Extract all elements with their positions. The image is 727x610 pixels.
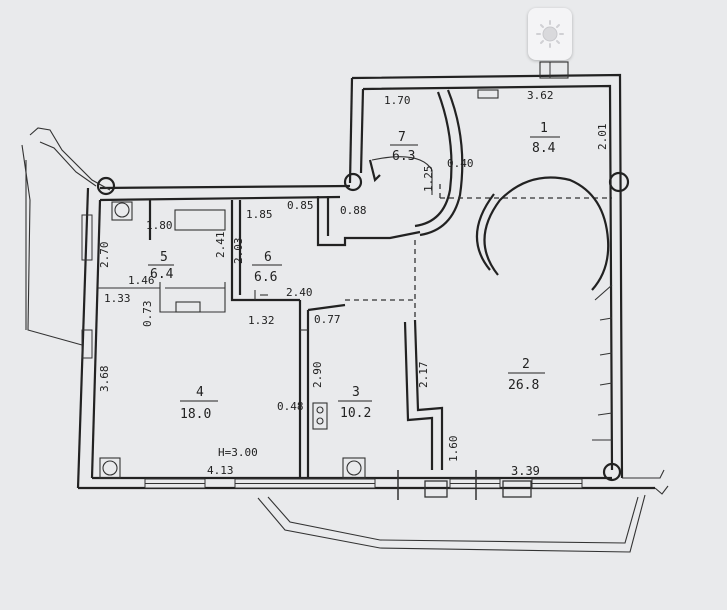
room-5-number: 5 [160, 250, 168, 265]
dim-label: 1.70 [384, 94, 411, 107]
windows [81, 214, 583, 500]
room-6-number: 6 [264, 250, 272, 265]
room-7-number: 7 [398, 130, 406, 145]
room-2-area: 26.8 [508, 378, 539, 393]
dim-label: 1.25 [422, 166, 435, 193]
dim-label: 1.80 [146, 219, 173, 232]
view-control-button[interactable] [528, 8, 572, 60]
room-3-area: 10.2 [340, 406, 371, 421]
dim-label: 0.85 [287, 199, 314, 212]
room-4-area: 18.0 [180, 407, 211, 422]
columns [96, 171, 630, 482]
dim-label: 4.13 [207, 464, 234, 477]
dim-label: 1.46 [128, 274, 155, 287]
room-7-area: 6.3 [392, 149, 415, 164]
dim-label: 3.68 [98, 366, 111, 393]
dim-label: 2.01 [596, 124, 609, 151]
dim-label: 1.32 [248, 314, 275, 327]
dim-label: 2.41 [214, 232, 227, 259]
dim-label: 2.90 [311, 362, 324, 389]
dim-label: 3.62 [527, 89, 554, 102]
dim-label: 2.03 [232, 238, 245, 265]
dimension-labels: 1.70 3.62 2.01 0.40 1.25 0.85 0.88 1.85 … [98, 89, 609, 478]
room-labels: 1 8.4 2 26.8 3 10.2 4 18.0 5 6.4 6 6.6 7… [148, 121, 560, 422]
dim-label: 0.73 [141, 301, 154, 328]
dim-label: 1.33 [104, 292, 131, 305]
dim-label: 1.85 [246, 208, 273, 221]
room-1-area: 8.4 [532, 141, 556, 156]
room-2-number: 2 [522, 357, 530, 372]
dim-label: 0.88 [340, 204, 367, 217]
dim-label: 0.48 [277, 400, 304, 413]
dim-label: 2.17 [417, 362, 430, 389]
room-1-number: 1 [540, 121, 548, 136]
room-4-number: 4 [196, 385, 204, 400]
sun-icon [536, 20, 564, 48]
room-6-area: 6.6 [254, 270, 277, 285]
ceiling-height-label: H=3.00 [218, 446, 258, 459]
room-5-area: 6.4 [150, 267, 174, 282]
interior-walls [98, 61, 613, 478]
dim-label: 0.77 [314, 313, 341, 326]
dim-label: 0.40 [447, 157, 474, 170]
dim-label: 1.60 [447, 436, 460, 463]
dim-label: 2.70 [98, 242, 111, 269]
dim-label: 2.40 [286, 286, 313, 299]
dim-label: 3.39 [511, 464, 540, 478]
room-3-number: 3 [352, 385, 360, 400]
